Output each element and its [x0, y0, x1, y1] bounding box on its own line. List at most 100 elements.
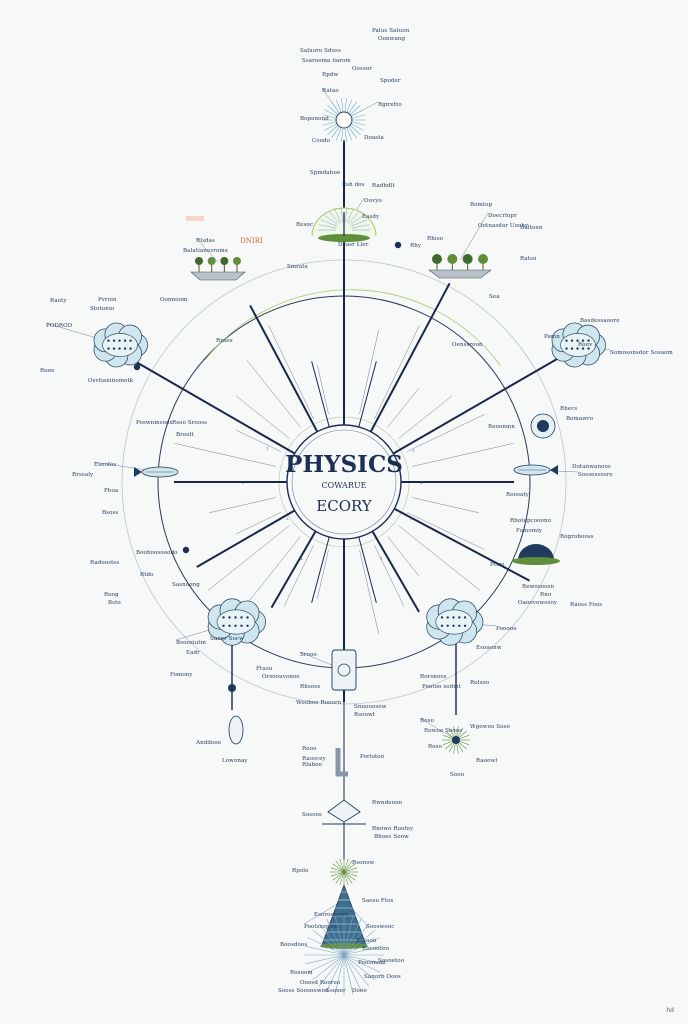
radial-tick — [374, 544, 405, 607]
node-label: Bopenond — [300, 116, 329, 122]
node-label: Coodo — [312, 138, 331, 144]
node-label: Porlotoo — [360, 754, 385, 760]
radial-tick — [406, 414, 485, 452]
node-label: Rgiretto — [378, 102, 402, 108]
node-label: Rwndeoon — [372, 800, 403, 806]
node-label: Sosoos — [302, 812, 322, 818]
node-label: Somosonsdor Sosaom — [610, 350, 673, 356]
node-label: Sanorb Ooos — [364, 974, 401, 980]
node-label: Doasta — [364, 135, 384, 141]
node-label: Pooomom — [358, 960, 386, 966]
node-label: Bsoss — [102, 510, 119, 516]
radial-tick — [317, 364, 329, 414]
corner-mark: hd — [666, 1007, 674, 1014]
tower-top-burst — [330, 858, 358, 886]
radial-tick — [387, 388, 419, 428]
node-label: Ssarooma iiarom — [302, 58, 351, 64]
accent-tag — [186, 216, 204, 221]
node-label: Roso — [420, 718, 434, 724]
node-label: Rosoom — [290, 970, 313, 976]
node-label: PODROD — [46, 323, 73, 329]
node-label: Rooo — [302, 746, 317, 752]
sun-figure-icon — [311, 207, 377, 242]
node-label: Sossessosre — [578, 472, 613, 478]
radial-tick — [406, 512, 485, 550]
radial-tick — [246, 359, 301, 428]
radial-tick — [412, 443, 514, 467]
radial-tick — [374, 325, 420, 420]
node-label: Raoscey — [302, 756, 326, 762]
node-label: Bomawro — [566, 416, 594, 422]
hub-title: PHYSICS — [285, 451, 403, 478]
node-label: Sea — [489, 294, 500, 300]
radial-tick — [209, 497, 276, 513]
ring-green-arc — [204, 289, 501, 366]
node-label: Sooss Soosoowoe — [278, 988, 329, 994]
node-label: Oonwang — [378, 36, 406, 42]
fish-right-icon — [513, 464, 558, 476]
node-label: Oossor — [352, 66, 373, 72]
node-label: Oenssroon — [452, 342, 483, 348]
cell-cloud-icon — [551, 322, 606, 368]
node-label: Eadr — [186, 650, 200, 656]
node-label: Rsoo Srooss — [172, 420, 208, 426]
node-label: Esorosoowo — [314, 912, 349, 918]
spoke-line — [196, 509, 296, 568]
radial-tick — [283, 544, 314, 607]
node-label: Rowoo Sooos — [424, 728, 463, 734]
node-label: Pvroin — [98, 297, 117, 303]
ring-mark: 4 — [300, 556, 303, 561]
hub-outer-circle — [286, 424, 402, 540]
ring-mark: 1 — [266, 446, 269, 451]
node-label: Rbotepcooono — [510, 518, 552, 524]
fern-burst-core — [452, 736, 460, 744]
node-label: Radoostss — [90, 560, 120, 566]
node-label: Doecrlopr — [488, 213, 517, 219]
leader-line — [195, 237, 219, 263]
node-label: Poswnmsoox — [136, 420, 173, 426]
brain-cloud-icon — [93, 322, 148, 368]
spoke-dot — [133, 363, 141, 371]
node-label: Resoc — [296, 222, 314, 228]
node-label: Rooe — [40, 368, 55, 374]
hub-footer: ECORY — [316, 497, 373, 515]
node-label: Roso — [428, 744, 442, 750]
ring-mark: 4 — [420, 480, 423, 485]
node-label: Rpdw — [322, 72, 339, 78]
radial-tick — [398, 395, 453, 439]
node-label: Bomtop — [470, 202, 493, 208]
node-label: Srooo — [300, 652, 317, 658]
node-label: Rssaoo — [356, 938, 377, 944]
node-label: Smrate — [287, 264, 308, 270]
icons-layer — [93, 98, 606, 995]
node-label: Esoofos — [94, 462, 117, 468]
radial-tick — [359, 329, 379, 414]
spoke-line — [311, 361, 330, 428]
node-label: Ooosd Rooreo — [300, 980, 341, 986]
radial-tick — [174, 443, 276, 467]
node-label: Rraos — [216, 338, 233, 344]
spore-icon — [228, 684, 244, 745]
node-label: Roosaty — [506, 492, 529, 498]
node-label: Easdy — [362, 214, 380, 220]
lightbulb-core — [335, 111, 353, 129]
node-label: Rhecs — [560, 406, 578, 412]
node-label: Broolt — [176, 432, 194, 438]
ring-mark: 3 — [412, 448, 415, 453]
node-label: Saoor Socw — [210, 636, 244, 642]
node-label: Raoty — [50, 298, 67, 304]
shrub-island-icon — [190, 257, 246, 281]
node-label: Rolsoo — [470, 680, 490, 686]
node-label: Deasr Ller — [338, 242, 369, 248]
radial-tick — [398, 525, 481, 591]
radial-tick — [359, 550, 379, 635]
ring-mark: 3 — [410, 516, 413, 521]
node-label: Rsoowt — [354, 712, 376, 718]
node-label: Rocoooro — [362, 946, 390, 952]
node-label: Wooboo Rooorn — [296, 700, 342, 706]
node-label: Booboosooodo — [136, 550, 178, 556]
node-label: Saoso Ftos — [362, 898, 394, 904]
node-label: Fomony — [170, 672, 193, 678]
node-label: Stotonio — [90, 306, 115, 312]
